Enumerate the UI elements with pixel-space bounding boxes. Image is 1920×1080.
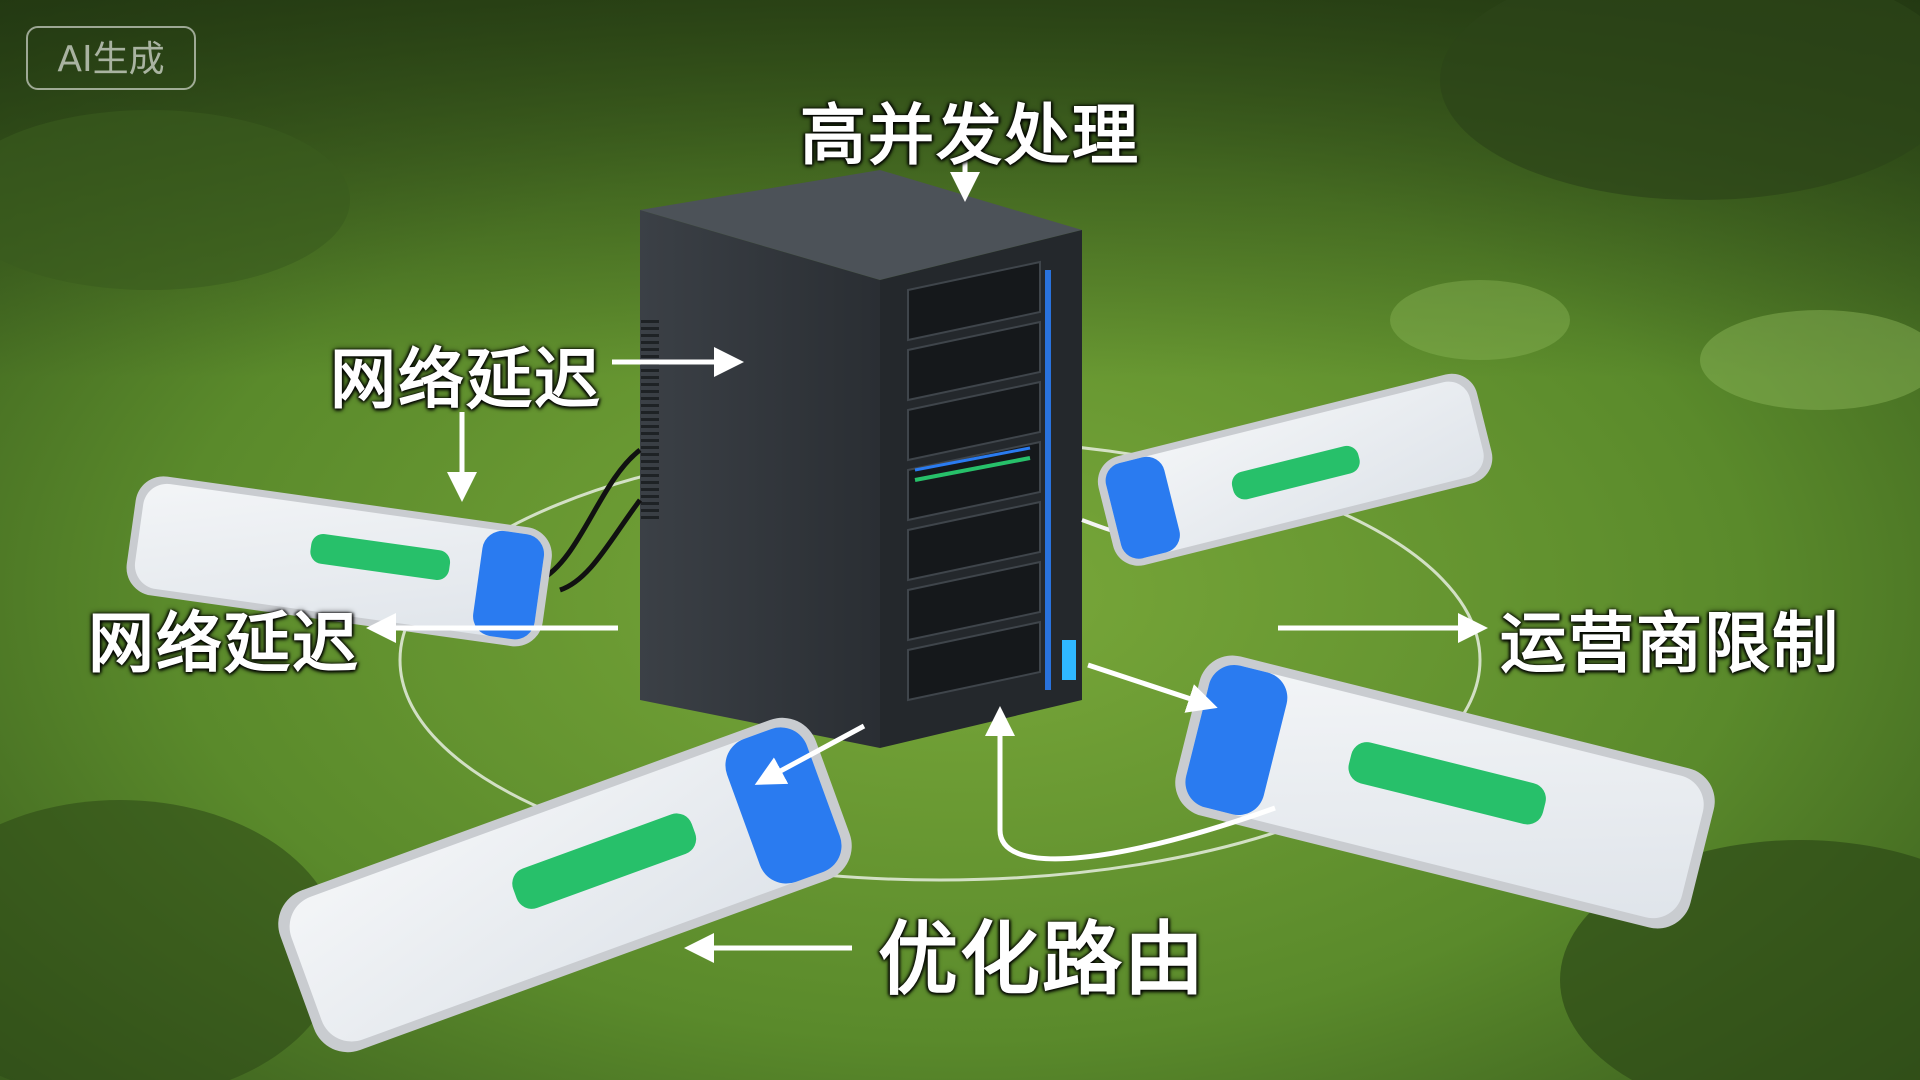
label-network-latency-upper: 网络延迟 xyxy=(330,341,602,418)
phone-bottom-left xyxy=(278,717,852,1053)
phone-right-bottom xyxy=(1175,655,1715,929)
label-optimized-routing: 优化路由 xyxy=(878,913,1206,1006)
server-tower xyxy=(640,170,1082,748)
label-network-latency-left: 网络延迟 xyxy=(88,605,360,682)
annotation-arrows xyxy=(366,160,1488,963)
phone-right-top xyxy=(1097,373,1493,566)
label-carrier-limits: 运营商限制 xyxy=(1500,605,1840,682)
ai-generated-watermark: AI生成 xyxy=(26,26,196,90)
phone-left xyxy=(126,476,552,647)
label-high-concurrency: 高并发处理 xyxy=(800,97,1140,174)
